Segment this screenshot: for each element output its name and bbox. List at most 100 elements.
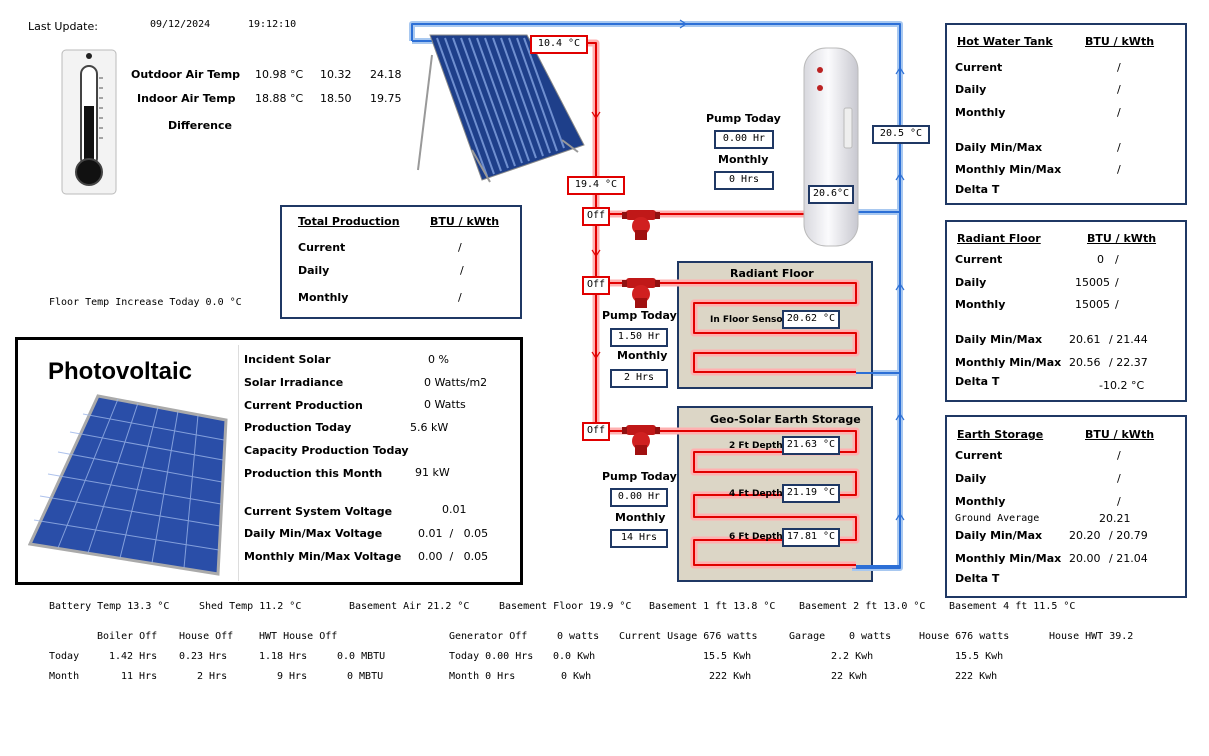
- hot-water-title: Hot Water Tank: [957, 35, 1053, 48]
- usage-month-kwh: 222 Kwh: [709, 671, 752, 682]
- total-production-units: BTU / kWth: [430, 215, 500, 228]
- pv-row-value: 91 kW: [415, 466, 450, 479]
- depth-4ft-temp: 21.19 °C: [782, 484, 840, 503]
- hot-water-units: BTU / kWth: [1085, 35, 1155, 48]
- hot-water-daily-mm: /: [1117, 141, 1121, 154]
- radiant-monthly-label: Monthly: [955, 298, 1006, 311]
- earth-monthly-label: Monthly: [955, 495, 1006, 508]
- hot-water-monthly: /: [1117, 106, 1121, 119]
- hot-water-daily: /: [1117, 83, 1121, 96]
- generator-month: Month 0 Hrs: [449, 671, 516, 682]
- pv-row-label: Incident Solar: [244, 353, 331, 366]
- basement-1ft-temp: Basement 1 ft 13.8 °C: [649, 601, 776, 612]
- earth-daily-mm-label: Daily Min/Max: [955, 529, 1043, 542]
- earth-delta-label: Delta T: [955, 572, 1000, 585]
- pv-row-label: Current Production: [244, 399, 363, 412]
- total-production-monthly: /: [458, 291, 462, 304]
- garage-month-kwh: 22 Kwh: [831, 671, 868, 682]
- depth-6ft-label: 6 Ft Depth: [729, 532, 783, 542]
- pump-tank-monthly-label: Monthly: [718, 153, 769, 166]
- solar-collector-icon: [417, 34, 585, 183]
- pv-panel-icon: [28, 394, 228, 576]
- boiler-today: 1.42 Hrs: [109, 651, 158, 662]
- total-production-panel: Total Production BTU / kWth Current / Da…: [280, 205, 522, 319]
- pv-row-value: 0.01 / 0.05: [418, 527, 489, 540]
- last-update-label: Last Update:: [28, 20, 98, 33]
- radiant-monthly-mm-label: Monthly Min/Max: [955, 356, 1062, 369]
- tank-sensor-temp: 20.6°C: [808, 185, 854, 204]
- difference-label: Difference: [168, 119, 232, 132]
- collector-top-temp: 10.4 °C: [530, 35, 588, 54]
- outdoor-temp-max: 24.18: [370, 68, 402, 81]
- total-production-current-label: Current: [298, 241, 346, 254]
- pv-row-label: Daily Min/Max Voltage: [244, 527, 383, 540]
- earth-daily-max: / 20.79: [1109, 529, 1148, 542]
- total-production-monthly-label: Monthly: [298, 291, 349, 304]
- radiant-monthly-kwth: /: [1115, 298, 1119, 311]
- basement-air-temp: Basement Air 21.2 °C: [349, 601, 470, 612]
- battery-temp: Battery Temp 13.3 °C: [49, 601, 170, 612]
- pump-tank-status: Off: [582, 207, 610, 226]
- mbtu-month: 0 MBTU: [347, 671, 384, 682]
- pv-row-label: Production this Month: [244, 467, 383, 480]
- pump-floor-monthly: 2 Hrs: [610, 369, 668, 388]
- pump-earth-monthly-label: Monthly: [615, 511, 666, 524]
- pv-row-value: 0.01: [442, 503, 467, 516]
- hot-water-monthly-label: Monthly: [955, 106, 1006, 119]
- hot-water-monthly-mm-label: Monthly Min/Max: [955, 163, 1062, 176]
- radiant-daily-kwth: /: [1115, 276, 1119, 289]
- earth-storage-panel: Earth Storage BTU / kWth Current / Daily…: [945, 415, 1187, 598]
- house-month: 2 Hrs: [197, 671, 228, 682]
- radiant-current-btu: 0: [1097, 253, 1104, 266]
- boiler-header: Boiler Off: [97, 631, 158, 642]
- earth-monthly-max: / 21.04: [1109, 552, 1148, 565]
- radiant-zone-title: Radiant Floor: [730, 267, 814, 280]
- pump-earth-monthly: 14 Hrs: [610, 529, 668, 548]
- earth-daily-min: 20.20: [1069, 529, 1101, 542]
- generator-header: Generator Off: [449, 631, 528, 642]
- total-production-title: Total Production: [298, 215, 400, 228]
- total-production-current: /: [458, 241, 462, 254]
- last-update-time: 19:12:10: [248, 19, 297, 30]
- pv-row-label: Monthly Min/Max Voltage: [244, 550, 402, 563]
- in-floor-sensor-temp: 20.62 °C: [782, 310, 840, 329]
- radiant-current-kwth: /: [1115, 253, 1119, 266]
- pv-row-value: 0 Watts/m2: [424, 376, 488, 389]
- return-temp: 20.5 °C: [872, 125, 930, 144]
- pump-floor-status: Off: [582, 276, 610, 295]
- earth-zone-title: Geo-Solar Earth Storage: [710, 413, 861, 426]
- basement-floor-temp: Basement Floor 19.9 °C: [499, 601, 632, 612]
- total-production-daily: /: [460, 264, 464, 277]
- radiant-delta: -10.2 °C: [1099, 379, 1145, 392]
- radiant-daily-max: / 21.44: [1109, 333, 1148, 346]
- radiant-daily-min: 20.61: [1069, 333, 1101, 346]
- earth-daily: /: [1117, 472, 1121, 485]
- pump-floor-today-label: Pump Today: [602, 309, 677, 322]
- house-hwt: House HWT 39.2: [1049, 631, 1134, 642]
- hwt-today: 1.18 Hrs: [259, 651, 308, 662]
- radiant-daily-mm-label: Daily Min/Max: [955, 333, 1043, 346]
- outdoor-temp-min: 10.32: [320, 68, 352, 81]
- earth-monthly: /: [1117, 495, 1121, 508]
- in-floor-sensor-label: In Floor Sensor: [710, 315, 788, 325]
- pump-tank-monthly: 0 Hrs: [714, 171, 774, 190]
- usage-today-kwh: 15.5 Kwh: [703, 651, 752, 662]
- earth-current-label: Current: [955, 449, 1003, 462]
- photovoltaic-panel: Photovoltaic Incident Solar 0 % Solar Ir…: [15, 337, 523, 585]
- depth-4ft-label: 4 Ft Depth: [729, 489, 783, 499]
- pv-row-value: 0.00 / 0.05: [418, 550, 489, 563]
- radiant-delta-label: Delta T: [955, 375, 1000, 388]
- pv-row-value: 0 %: [428, 353, 449, 366]
- pv-row-label: Production Today: [244, 421, 352, 434]
- pump-earth-status: Off: [582, 422, 610, 441]
- generator-today: Today 0.00 Hrs: [449, 651, 534, 662]
- pv-row-value: 0 Watts: [424, 398, 466, 411]
- house-header: House Off: [179, 631, 234, 642]
- hwt-month: 9 Hrs: [277, 671, 308, 682]
- hot-water-tank-panel: Hot Water Tank BTU / kWth Current / Dail…: [945, 23, 1187, 205]
- basement-2ft-temp: Basement 2 ft 13.0 °C: [799, 601, 926, 612]
- mbtu-today: 0.0 MBTU: [337, 651, 386, 662]
- earth-current: /: [1117, 449, 1121, 462]
- today-label: Today: [49, 651, 80, 662]
- garage-today-kwh: 2.2 Kwh: [831, 651, 874, 662]
